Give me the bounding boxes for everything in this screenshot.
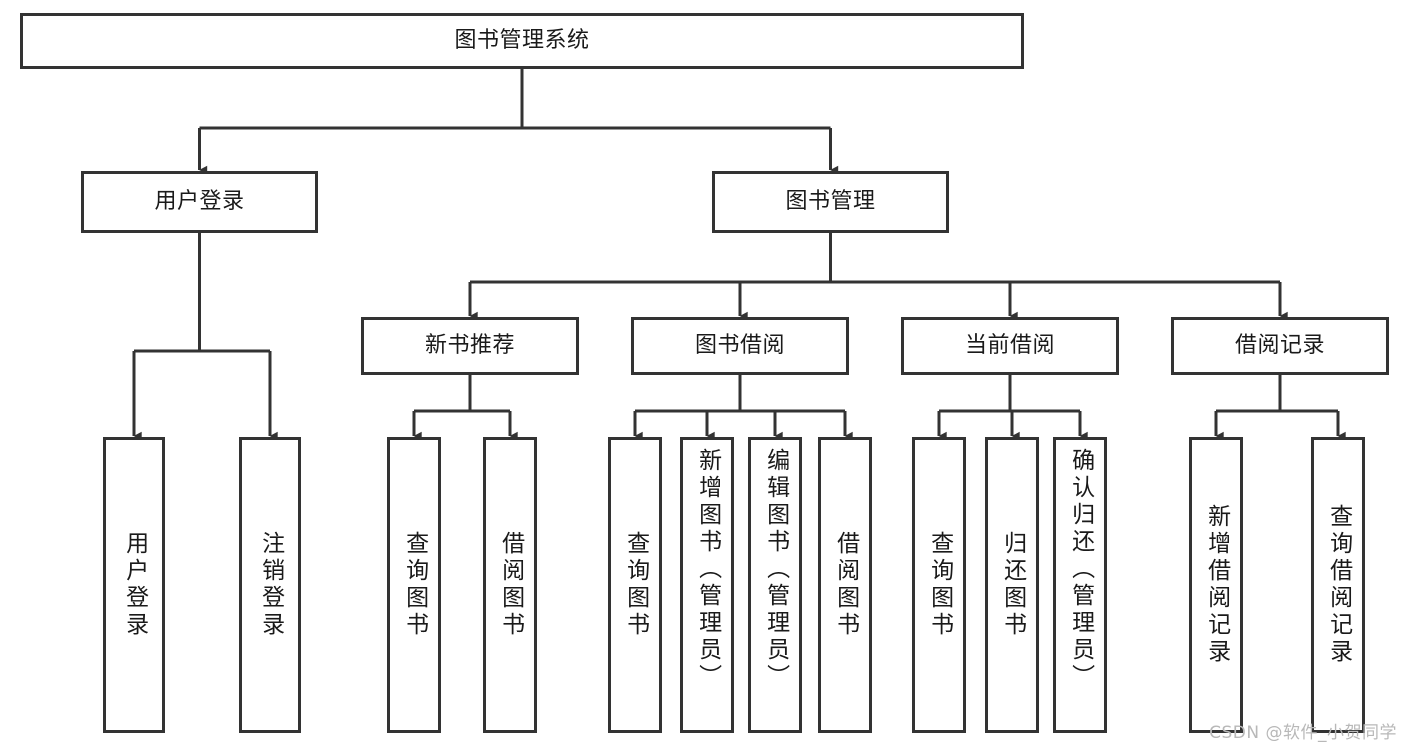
node-leaf-user-login[interactable]: 用户登录 xyxy=(103,437,165,733)
node-leaf-query-book-bor[interactable]: 查询图书 xyxy=(608,437,662,733)
node-leaf-query-book-rec[interactable]: 查询图书 xyxy=(387,437,441,733)
node-leaf-query-record[interactable]: 查询借阅记录 xyxy=(1311,437,1365,733)
node-label: 查询图书 xyxy=(926,531,953,639)
node-label: 借阅图书 xyxy=(832,531,859,639)
node-label: 新书推荐 xyxy=(424,332,515,358)
node-label: 图书管理 xyxy=(785,188,876,214)
node-book-borrow[interactable]: 图书借阅 xyxy=(631,317,849,375)
node-label: 注销登录 xyxy=(257,531,284,639)
node-user-login[interactable]: 用户登录 xyxy=(81,171,318,233)
node-leaf-logout[interactable]: 注销登录 xyxy=(239,437,301,733)
node-label: 确认归还（管理员） xyxy=(1067,448,1094,691)
node-new-book-rec[interactable]: 新书推荐 xyxy=(361,317,579,375)
node-book-manage[interactable]: 图书管理 xyxy=(712,171,949,233)
node-label: 借阅图书 xyxy=(497,531,524,639)
csdn-watermark: CSDN @软件_小贺同学 xyxy=(1209,723,1397,743)
node-label: 用户登录 xyxy=(121,531,148,639)
node-current-borrow[interactable]: 当前借阅 xyxy=(901,317,1119,375)
node-label: 新增借阅记录 xyxy=(1203,504,1230,666)
node-leaf-edit-book[interactable]: 编辑图书（管理员） xyxy=(748,437,802,733)
node-label: 图书管理系统 xyxy=(454,27,590,53)
node-label: 图书借阅 xyxy=(694,332,785,358)
node-borrow-record[interactable]: 借阅记录 xyxy=(1171,317,1389,375)
node-leaf-borrow-book[interactable]: 借阅图书 xyxy=(818,437,872,733)
node-label: 查询借阅记录 xyxy=(1325,504,1352,666)
node-label: 查询图书 xyxy=(622,531,649,639)
node-leaf-add-record[interactable]: 新增借阅记录 xyxy=(1189,437,1243,733)
node-label: 归还图书 xyxy=(999,531,1026,639)
node-root[interactable]: 图书管理系统 xyxy=(20,13,1024,69)
node-leaf-confirm-return[interactable]: 确认归还（管理员） xyxy=(1053,437,1107,733)
node-leaf-add-book[interactable]: 新增图书（管理员） xyxy=(680,437,734,733)
node-label: 编辑图书（管理员） xyxy=(762,448,789,691)
node-label: 新增图书（管理员） xyxy=(694,448,721,691)
node-label: 用户登录 xyxy=(154,188,245,214)
node-leaf-query-book-cur[interactable]: 查询图书 xyxy=(912,437,966,733)
node-leaf-borrow-book-rec[interactable]: 借阅图书 xyxy=(483,437,537,733)
node-label: 当前借阅 xyxy=(964,332,1055,358)
node-label: 借阅记录 xyxy=(1234,332,1325,358)
node-label: 查询图书 xyxy=(401,531,428,639)
node-leaf-return-book[interactable]: 归还图书 xyxy=(985,437,1039,733)
